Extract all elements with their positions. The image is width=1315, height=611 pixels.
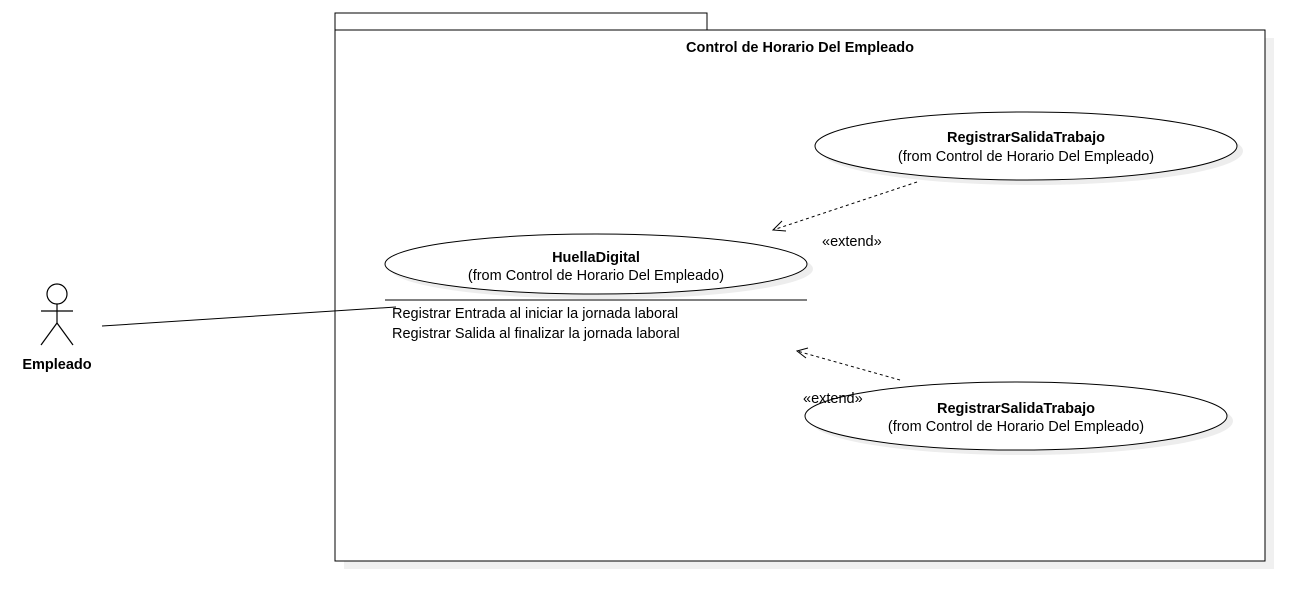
actor-left-leg (40, 322, 58, 346)
actor-empleado (40, 283, 74, 346)
association-line (101, 306, 397, 327)
use-case-ellipse (814, 111, 1238, 181)
extend-relation-bottom (795, 347, 901, 381)
use-case-registrarsalidatrabajo-bottom: RegistrarSalidaTrabajo (from Control de … (804, 381, 1233, 455)
extend-label: «extend» (803, 391, 863, 407)
package-title: Control de Horario Del Empleado (686, 40, 914, 56)
extend-label: «extend» (822, 234, 882, 250)
use-case-from: (from Control de Horario Del Empleado) (888, 419, 1144, 435)
package-tab (334, 12, 708, 31)
use-case-registrarsalidatrabajo-top: RegistrarSalidaTrabajo (from Control de … (814, 111, 1243, 185)
responsibility-item: Registrar Entrada al iniciar la jornada … (392, 306, 678, 322)
actor-head (46, 283, 68, 305)
extend-arrowhead (771, 220, 787, 232)
extend-arrowhead (795, 347, 809, 359)
use-case-from: (from Control de Horario Del Empleado) (898, 149, 1154, 165)
use-case-name: HuellaDigital (552, 250, 640, 266)
extend-dashed-line (772, 181, 918, 231)
package-body (334, 29, 1266, 562)
use-case-ellipse (804, 381, 1228, 451)
use-case-ellipse (384, 233, 808, 295)
use-case-from: (from Control de Horario Del Empleado) (468, 268, 724, 284)
extend-relation-top (771, 181, 918, 232)
use-case-name: RegistrarSalidaTrabajo (937, 401, 1095, 417)
actor-name: Empleado (22, 357, 91, 373)
use-case-name: RegistrarSalidaTrabajo (947, 130, 1105, 146)
responsibility-item: Registrar Salida al finalizar la jornada… (392, 326, 680, 342)
use-case-huelladigital: HuellaDigital (from Control de Horario D… (384, 233, 813, 342)
actor-right-leg (56, 322, 74, 346)
